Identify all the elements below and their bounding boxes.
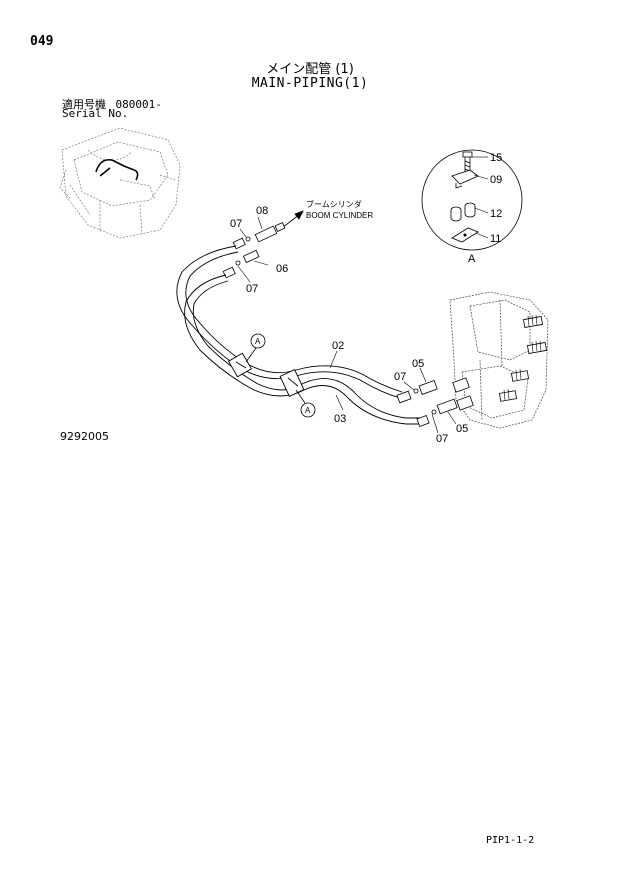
callout-09: 09	[490, 174, 502, 186]
machine-locator-thumbnail	[59, 127, 181, 239]
serial-label-japanese: 適用号機 080001-	[62, 96, 162, 112]
serial-label-jp: 適用号機	[62, 98, 106, 111]
ref-a-upper-marker	[245, 333, 266, 363]
sheet-reference: PIP1-1-2	[486, 835, 535, 846]
callout-05-lower: 05	[456, 423, 468, 435]
valve-ports	[452, 316, 548, 411]
title-japanese: メイン配管 (1)	[266, 62, 354, 77]
callout-08: 08	[256, 205, 268, 217]
ref-a-lower: A	[305, 406, 311, 415]
callout-05-upper: 05	[412, 358, 424, 370]
page-number: 049	[30, 34, 54, 49]
detail-a-view	[421, 149, 523, 251]
callout-07-middle: 07	[246, 283, 258, 295]
highlighted-pipe-thumbnail	[95, 158, 139, 181]
ref-a-lower-marker	[295, 389, 316, 418]
detail-a-label: A	[468, 253, 476, 265]
callout-07-upper: 07	[230, 218, 242, 230]
control-valve-block	[449, 291, 549, 429]
boom-cylinder-label-en: BOOM CYLINDER	[306, 211, 373, 220]
hose-03	[184, 274, 420, 425]
callout-07-lower: 07	[436, 433, 448, 445]
lower-fittings	[396, 379, 458, 427]
clamp-part	[450, 202, 476, 222]
callout-02: 02	[332, 340, 344, 352]
plate-part	[451, 169, 479, 189]
title-english: MAIN-PIPING(1)	[251, 76, 369, 91]
valve-port-threads	[503, 314, 542, 401]
callout-15: 15	[490, 152, 502, 164]
callout-06: 06	[276, 263, 288, 275]
serial-value: 080001-	[115, 98, 162, 111]
boom-cylinder-label-jp: ブームシリンダ	[306, 199, 362, 209]
callout-11: 11	[490, 233, 501, 245]
serial-label-english: Serial No.	[62, 107, 129, 120]
callout-12: 12	[490, 208, 502, 220]
hose-clamp-upper	[227, 352, 253, 378]
callout-03: 03	[334, 413, 346, 425]
upper-fittings	[222, 222, 286, 279]
callout-07-right: 07	[394, 371, 406, 383]
ref-a-upper: A	[255, 337, 261, 346]
drawing-number: 9292005	[60, 430, 109, 443]
boom-cylinder-arrow	[281, 210, 304, 229]
hose-clamp-lower	[279, 369, 305, 397]
